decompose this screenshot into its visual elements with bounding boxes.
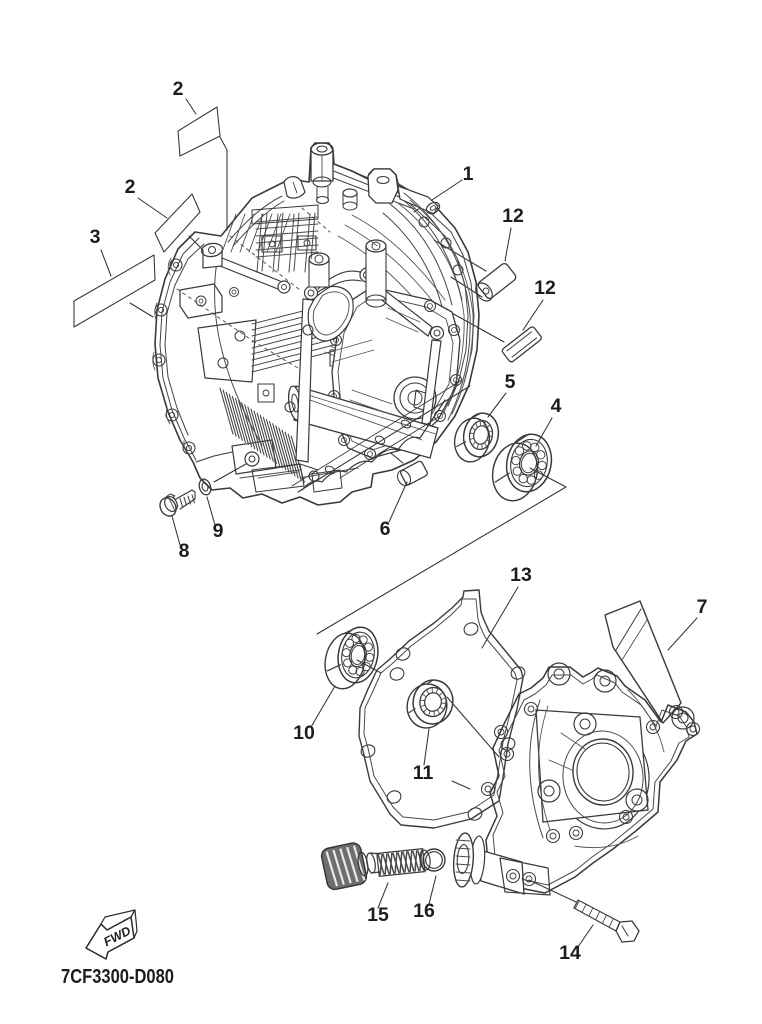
- svg-text:1: 1: [463, 163, 474, 185]
- svg-text:2: 2: [125, 176, 136, 198]
- svg-text:11: 11: [413, 762, 434, 784]
- svg-text:9: 9: [213, 520, 224, 542]
- svg-text:14: 14: [559, 942, 581, 964]
- svg-text:7CF3300-D080: 7CF3300-D080: [61, 966, 174, 988]
- svg-text:6: 6: [380, 518, 391, 540]
- svg-text:16: 16: [413, 900, 435, 922]
- svg-text:15: 15: [367, 904, 389, 926]
- svg-text:8: 8: [179, 540, 190, 562]
- svg-text:10: 10: [293, 722, 315, 744]
- svg-text:13: 13: [510, 564, 532, 586]
- svg-text:7: 7: [697, 596, 708, 618]
- svg-text:12: 12: [502, 205, 524, 227]
- svg-text:2: 2: [173, 78, 184, 100]
- svg-text:3: 3: [90, 226, 101, 248]
- svg-text:5: 5: [505, 371, 516, 393]
- svg-text:12: 12: [534, 277, 556, 299]
- svg-text:4: 4: [551, 395, 562, 417]
